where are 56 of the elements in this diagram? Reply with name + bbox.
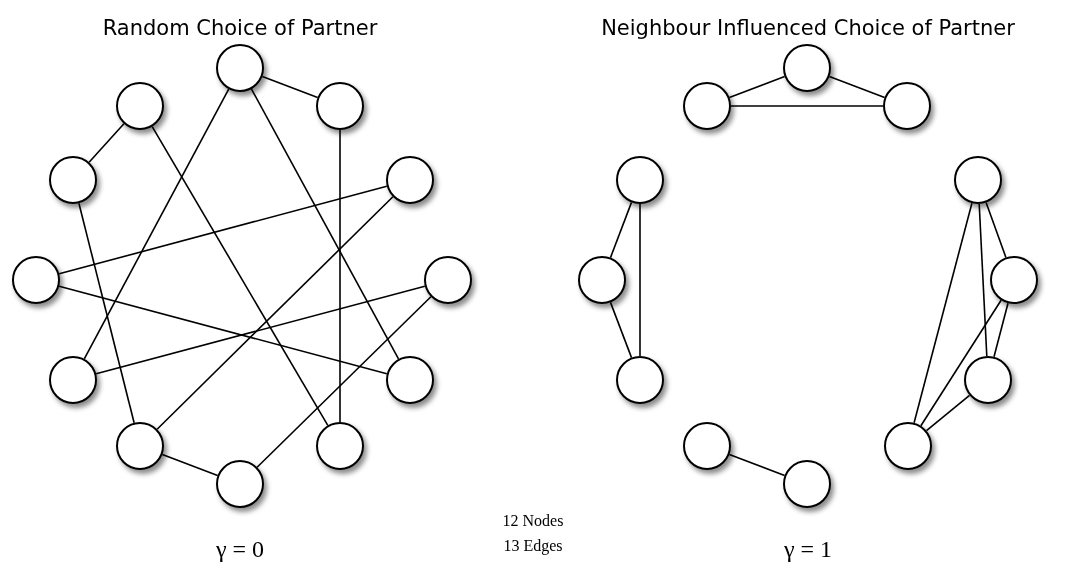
- connector-line: [88, 123, 125, 163]
- connector-line: [925, 394, 971, 432]
- node-circle: [884, 422, 932, 470]
- node-circle: [683, 82, 731, 130]
- connector-line: [83, 88, 230, 360]
- connector-line: [978, 203, 988, 357]
- panel-title: Neighbour Influenced Choice of Partner: [601, 16, 1015, 40]
- node-circle: [424, 256, 472, 304]
- node-circle: [386, 356, 434, 404]
- node-count-note: 12 Nodes: [502, 512, 564, 530]
- node-circle: [683, 422, 731, 470]
- connector-line: [985, 201, 1007, 259]
- connector-line: [913, 202, 973, 424]
- node-circle: [616, 156, 664, 204]
- node-circle: [954, 156, 1002, 204]
- node-circle: [990, 256, 1038, 304]
- connector-line: [728, 75, 786, 99]
- node-circle: [49, 156, 97, 204]
- connector-line: [993, 302, 1009, 358]
- node-circle: [116, 422, 164, 470]
- connector-line: [920, 299, 1002, 427]
- gamma-label: γ = 1: [783, 536, 833, 563]
- node-circle: [386, 156, 434, 204]
- node-circle: [883, 82, 931, 130]
- node-circle: [783, 44, 831, 92]
- connector-line: [151, 125, 329, 427]
- connector-line: [261, 75, 319, 99]
- connector-line: [639, 203, 641, 357]
- connector-line: [58, 185, 388, 275]
- connector-line: [609, 301, 633, 359]
- connector-line: [828, 75, 886, 99]
- connector-line: [728, 453, 786, 477]
- connector-line: [95, 285, 426, 375]
- node-circle: [49, 356, 97, 404]
- node-circle: [783, 460, 831, 508]
- connector-line: [250, 88, 400, 360]
- connector-line: [78, 202, 135, 424]
- edge-count-note: 13 Edges: [503, 537, 563, 555]
- connector-line: [156, 196, 394, 430]
- connector-line: [256, 296, 432, 468]
- node-circle: [116, 82, 164, 130]
- node-circle: [964, 356, 1012, 404]
- node-circle: [216, 44, 264, 92]
- connector-line: [58, 285, 388, 375]
- node-circle: [12, 256, 60, 304]
- connector-line: [161, 453, 219, 477]
- connector-line: [730, 105, 884, 107]
- connector-line: [339, 129, 341, 423]
- node-circle: [616, 356, 664, 404]
- node-circle: [578, 256, 626, 304]
- node-circle: [216, 460, 264, 508]
- connector-line: [609, 201, 633, 259]
- node-circle: [316, 82, 364, 130]
- panel-title: Random Choice of Partner: [102, 16, 378, 40]
- gamma-label: γ = 0: [215, 536, 265, 563]
- node-circle: [316, 422, 364, 470]
